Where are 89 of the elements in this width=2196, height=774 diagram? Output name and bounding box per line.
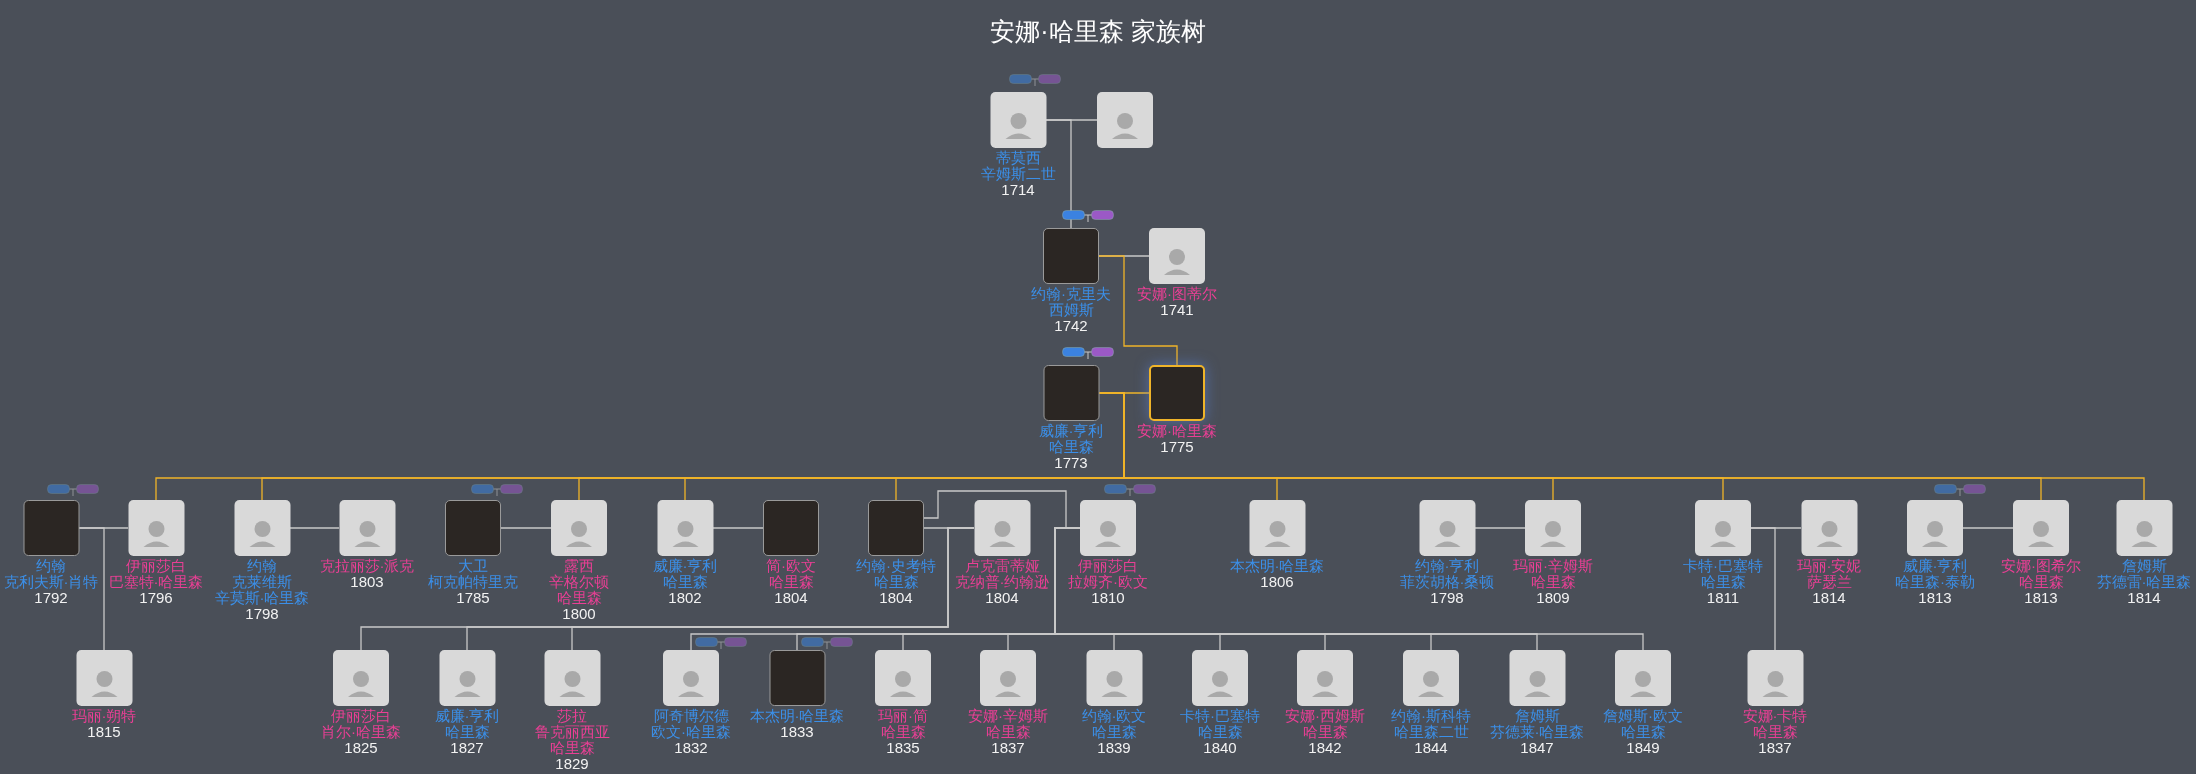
birth-year: 1806 <box>1260 574 1294 590</box>
person-name: 阿奇博尔德欧文·哈里森 <box>651 708 731 740</box>
birth-year: 1832 <box>674 740 708 756</box>
birth-year: 1800 <box>562 606 596 622</box>
person-name: 玛丽·简哈里森 <box>878 708 928 740</box>
person-name: 玛丽·安妮萨瑟兰 <box>1796 558 1862 590</box>
person-name: 威廉·亨利哈里森 <box>1038 423 1104 455</box>
birth-year: 1785 <box>456 590 490 606</box>
family-line <box>1750 527 1776 651</box>
person-name: 本杰明·哈里森 <box>1229 558 1325 574</box>
birth-year: 1835 <box>886 740 920 756</box>
birth-year: 1833 <box>780 724 814 740</box>
person-name: 约翰·克里夫西姆斯 <box>1031 286 1111 318</box>
person-name: 约翰·亨利菲茨胡格·桑顿 <box>1399 558 1495 590</box>
birth-year: 1849 <box>1626 740 1660 756</box>
family-line <box>1054 527 1644 651</box>
birth-year: 1810 <box>1091 590 1125 606</box>
birth-year: 1829 <box>555 756 589 772</box>
birth-year: 1811 <box>1706 590 1740 606</box>
birth-year: 1804 <box>879 590 913 606</box>
person-name: 卡特·巴塞特哈里森 <box>1180 708 1260 740</box>
person-name: 约翰·欧文哈里森 <box>1081 708 1147 740</box>
person-name: 詹姆斯·欧文哈里森 <box>1603 708 1683 740</box>
person-name: 克拉丽莎·派克 <box>319 558 415 574</box>
person-name: 詹姆斯芬德莱·哈里森 <box>1489 708 1585 740</box>
birth-year: 1842 <box>1308 740 1342 756</box>
person-name: 约翰克莱维斯辛莫斯·哈里森 <box>214 558 310 606</box>
birth-year: 1814 <box>1812 590 1846 606</box>
person-name: 约翰克利夫斯·肖特 <box>3 558 99 590</box>
birth-year: 1837 <box>1758 740 1792 756</box>
person-name: 本杰明·哈里森 <box>749 708 845 724</box>
birth-year: 1825 <box>344 740 378 756</box>
person-name: 安娜·卡特哈里森 <box>1742 708 1808 740</box>
birth-year: 1714 <box>1001 182 1035 198</box>
birth-year: 1844 <box>1414 740 1448 756</box>
person-name: 莎拉鲁克丽西亚哈里森 <box>534 708 610 756</box>
family-line <box>78 527 105 651</box>
person-name: 詹姆斯芬德雷·哈里森 <box>2096 558 2192 590</box>
birth-year: 1803 <box>350 574 384 590</box>
person-name: 卢克雷蒂娅克纳普·约翰逊 <box>954 558 1050 590</box>
person-name: 安娜·图蒂尔 <box>1137 286 1217 302</box>
birth-year: 1792 <box>34 590 68 606</box>
person-name: 卡特·巴塞特哈里森 <box>1683 558 1763 590</box>
birth-year: 1815 <box>87 724 121 740</box>
birth-year: 1798 <box>1430 590 1464 606</box>
birth-year: 1840 <box>1203 740 1237 756</box>
birth-year: 1804 <box>774 590 808 606</box>
person-name: 大卫柯克帕特里克 <box>428 558 518 590</box>
birth-year: 1809 <box>1536 590 1570 606</box>
person-name: 约翰·斯科特哈里森二世 <box>1391 708 1471 740</box>
birth-year: 1847 <box>1520 740 1554 756</box>
family-line <box>712 527 764 529</box>
birth-year: 1827 <box>450 740 484 756</box>
person-name: 蒂莫西辛姆斯二世 <box>980 150 1056 182</box>
diagram-title: 安娜·哈里森 家族树 <box>990 16 1206 46</box>
person-name: 伊丽莎白肖尔·哈里森 <box>321 708 401 740</box>
family-line <box>1962 527 2014 529</box>
birth-year: 1796 <box>139 590 173 606</box>
person-name: 威廉·亨利哈里森·泰勒 <box>1895 558 1975 590</box>
person-name: 威廉·亨利哈里森 <box>652 558 718 590</box>
birth-year: 1802 <box>668 590 702 606</box>
birth-year: 1742 <box>1054 318 1088 334</box>
person-name: 伊丽莎白拉姆齐·欧文 <box>1068 558 1148 590</box>
family-line <box>1045 119 1072 229</box>
birth-year: 1814 <box>2127 590 2161 606</box>
birth-year: 1798 <box>245 606 279 622</box>
person-name: 威廉·亨利哈里森 <box>434 708 500 740</box>
birth-year: 1775 <box>1160 439 1194 455</box>
family-line <box>1474 527 1526 529</box>
person-name: 安娜·哈里森 <box>1137 423 1217 439</box>
person-name: 安娜·辛姆斯哈里森 <box>968 708 1048 740</box>
family-line <box>289 527 340 529</box>
family-line <box>500 527 552 529</box>
person-name: 玛丽·辛姆斯哈里森 <box>1513 558 1593 590</box>
birth-year: 1804 <box>985 590 1019 606</box>
birth-year: 1773 <box>1054 455 1088 471</box>
birth-year: 1813 <box>2024 590 2058 606</box>
birth-year: 1837 <box>991 740 1025 756</box>
person-name: 约翰·史考特哈里森 <box>856 558 936 590</box>
person-name: 露西辛格尔顿哈里森 <box>549 558 609 606</box>
person-name: 伊丽莎白巴塞特·哈里森 <box>108 558 204 590</box>
person-name: 玛丽·朔特 <box>71 708 137 724</box>
birth-year: 1741 <box>1160 302 1194 318</box>
person-name: 简·欧文哈里森 <box>766 558 816 590</box>
person-name: 安娜·西姆斯哈里森 <box>1285 708 1365 740</box>
family-line <box>1098 255 1178 366</box>
birth-year: 1839 <box>1097 740 1131 756</box>
person-name: 安娜·图希尔哈里森 <box>2001 558 2081 590</box>
birth-year: 1813 <box>1918 590 1952 606</box>
